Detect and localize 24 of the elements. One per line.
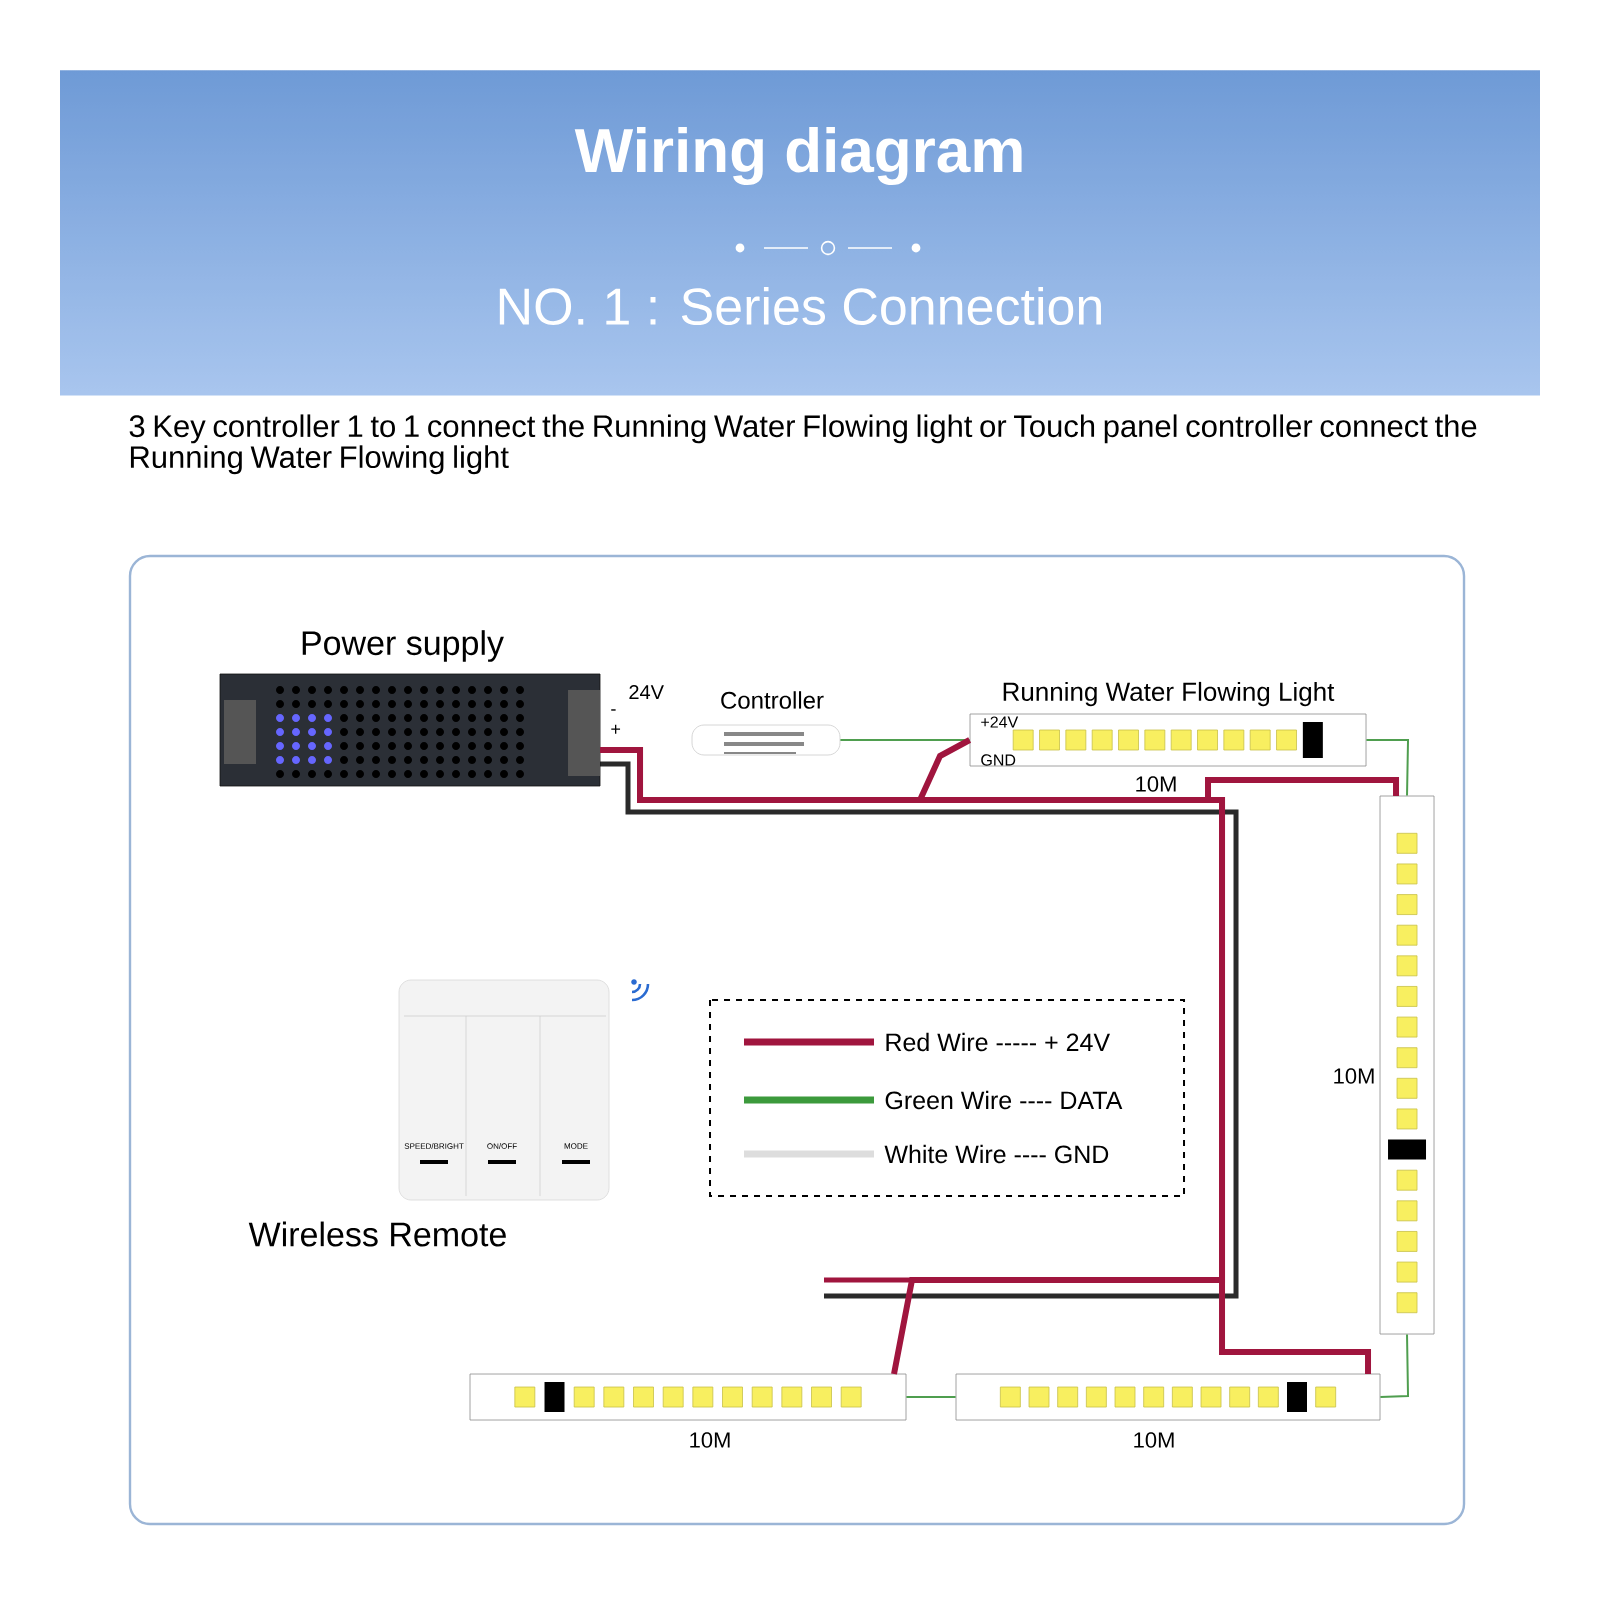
wire <box>1365 739 1410 797</box>
node-heading: Power supply <box>302 630 504 662</box>
wire <box>839 739 971 741</box>
length-label: 10M <box>1334 1068 1374 1084</box>
terminal-label: - <box>611 709 616 711</box>
node-heading: Wireless Remote <box>248 1221 506 1247</box>
terminal-label: + <box>611 724 621 734</box>
wire <box>905 1396 957 1398</box>
length-label: 10M <box>1136 776 1176 792</box>
node-heading: Running Water Flowing Light <box>1003 681 1335 707</box>
legend-text: Green Wire ---- DATA <box>885 1090 1123 1110</box>
pin-label: +24V <box>981 716 1019 728</box>
length-label: 10M <box>1134 1432 1174 1448</box>
node-heading: Controller <box>721 691 824 709</box>
wire <box>1379 1333 1410 1398</box>
title: Wiring diagram <box>574 126 1022 186</box>
legend-text: Red Wire ----- + 24V <box>886 1032 1110 1052</box>
subtitle: NO. 1 : Series Connection <box>499 286 1101 326</box>
legend-text: White Wire ---- GND <box>884 1144 1109 1164</box>
pin-label: GND <box>981 754 1016 766</box>
wire <box>600 747 1225 1375</box>
length-label: 10M <box>690 1432 730 1448</box>
description: 3 Key controller 1 to 1 connect the Running Water Flowing light or Touch panel controller connect the Running Water Flowing light <box>129 414 1477 475</box>
terminal-label: 24V <box>629 685 664 699</box>
